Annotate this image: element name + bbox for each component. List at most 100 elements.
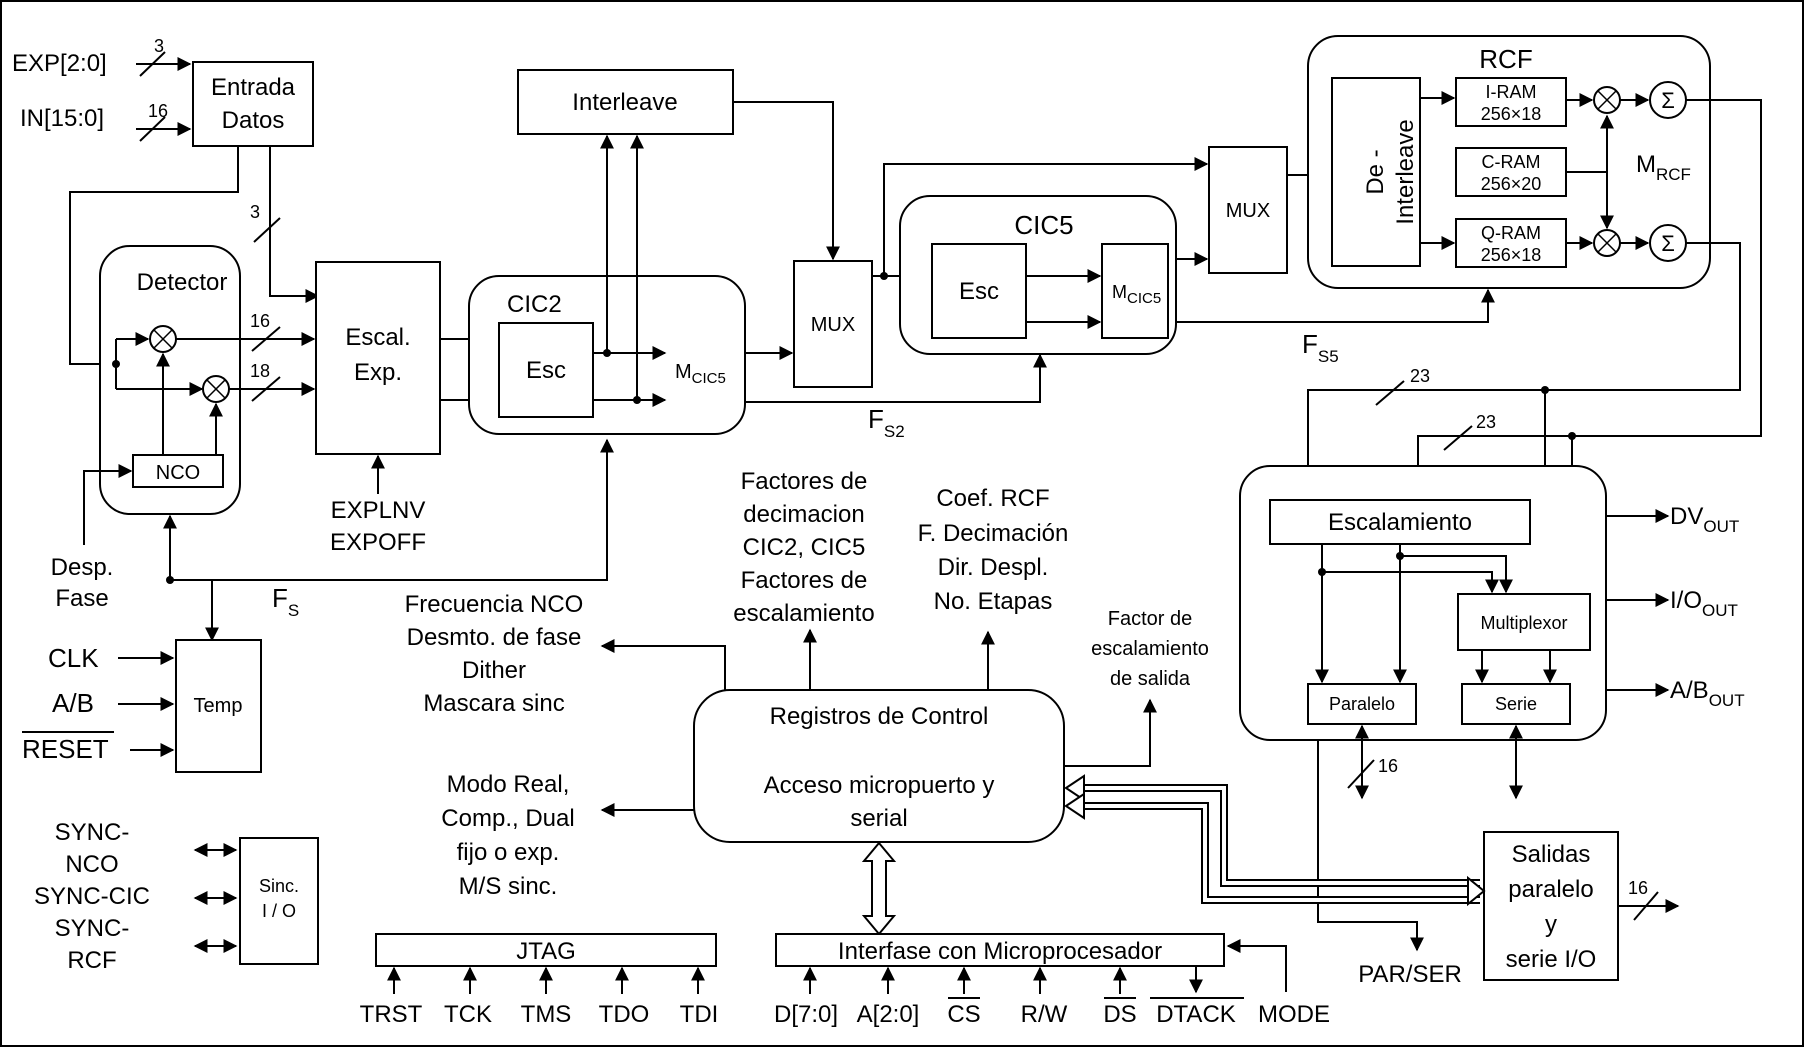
label-sync-nco: SYNC- xyxy=(55,819,130,846)
svg-text:M/S sinc.: M/S sinc. xyxy=(459,873,558,900)
width-paralelo-bus: 16 xyxy=(1378,756,1398,776)
svg-text:JTAG: JTAG xyxy=(516,938,576,965)
width-q-path: 18 xyxy=(250,361,270,381)
pin-tms: TMS xyxy=(521,1001,572,1028)
svg-text:Escal.: Escal. xyxy=(345,324,410,351)
pin-dtack: DTACK xyxy=(1156,1001,1236,1028)
svg-text:CIC2: CIC2 xyxy=(507,291,562,318)
svg-text:Esc: Esc xyxy=(526,357,566,384)
mixer-rcf-q-icon xyxy=(1593,229,1621,257)
svg-text:Interfase con Microprocesador: Interfase con Microprocesador xyxy=(838,938,1162,965)
mixer-rcf-i-icon xyxy=(1593,86,1621,114)
pin-trst: TRST xyxy=(360,1001,423,1028)
svg-text:escalamiento: escalamiento xyxy=(1091,638,1209,660)
svg-text:serie I/O: serie I/O xyxy=(1506,946,1597,973)
svg-text:Σ: Σ xyxy=(1661,231,1675,256)
sum-q-icon: Σ xyxy=(1649,224,1687,262)
svg-text:Datos: Datos xyxy=(222,107,285,134)
svg-text:Registros de Control: Registros de Control xyxy=(770,703,989,730)
label-coef: Coef. RCF xyxy=(936,485,1049,512)
svg-text:Esc: Esc xyxy=(959,278,999,305)
width-i-path: 16 xyxy=(250,311,270,331)
label-par-ser: PAR/SER xyxy=(1358,961,1462,988)
svg-text:de salida: de salida xyxy=(1110,668,1191,690)
svg-text:No. Etapas: No. Etapas xyxy=(934,588,1053,615)
svg-text:Interleave: Interleave xyxy=(1392,119,1419,224)
label-sync-cic: SYNC-CIC xyxy=(34,883,150,910)
label-fs: FS xyxy=(272,583,299,620)
svg-text:256×18: 256×18 xyxy=(1481,104,1542,124)
label-io-out: I/OOUT xyxy=(1670,587,1738,620)
svg-text:F. Decimación: F. Decimación xyxy=(918,520,1069,547)
label-ab: A/B xyxy=(52,688,94,718)
label-in: IN[15:0] xyxy=(20,105,104,132)
svg-text:Desmto. de fase: Desmto. de fase xyxy=(407,624,582,651)
svg-text:Serie: Serie xyxy=(1495,694,1537,714)
svg-text:Interleave: Interleave xyxy=(572,89,677,116)
label-sync-rcf: SYNC- xyxy=(55,915,130,942)
svg-text:CIC5: CIC5 xyxy=(1014,210,1073,240)
pin-a: A[2:0] xyxy=(857,1001,920,1028)
svg-text:I-RAM: I-RAM xyxy=(1486,82,1537,102)
pin-ds: DS xyxy=(1103,1001,1136,1028)
svg-text:decimacion: decimacion xyxy=(743,501,864,528)
svg-text:serial: serial xyxy=(850,805,907,832)
sinc-io-block: Sinc. I / O xyxy=(239,837,319,965)
svg-text:fijo o exp.: fijo o exp. xyxy=(457,839,560,866)
bus-registros-salidas xyxy=(1064,774,1486,907)
mux2-block: MUX xyxy=(1208,146,1288,274)
label-fs5: FS5 xyxy=(1302,329,1339,366)
width-bus-b: 23 xyxy=(1476,412,1496,432)
svg-text:Factores de: Factores de xyxy=(741,567,868,594)
interfase-block: Interfase con Microprocesador xyxy=(775,933,1225,967)
svg-text:NCO: NCO xyxy=(65,851,118,878)
salidas-block: Salidas paralelo y serie I/O xyxy=(1483,831,1619,981)
detector-block: Detector xyxy=(99,245,241,515)
nco-block: NCO xyxy=(132,454,224,488)
label-dv-out: DVOUT xyxy=(1670,503,1739,536)
svg-text:Entrada: Entrada xyxy=(211,74,296,101)
label-factores: Factores de xyxy=(741,468,868,495)
label-mcic5-cic2: MCIC5 xyxy=(675,361,726,387)
svg-text:Acceso micropuerto y: Acceso micropuerto y xyxy=(764,772,995,799)
label-clk: CLK xyxy=(48,643,99,673)
svg-text:MUX: MUX xyxy=(811,314,855,336)
svg-text:MUX: MUX xyxy=(1226,200,1270,222)
rcf-block: RCF De - Interleave I-RAM 256×18 C-RAM 2… xyxy=(1307,35,1711,289)
pin-cs: CS xyxy=(947,1001,980,1028)
svg-text:Exp.: Exp. xyxy=(354,359,402,386)
svg-text:Temp: Temp xyxy=(194,695,243,717)
svg-text:paralelo: paralelo xyxy=(1508,876,1593,903)
svg-text:CIC2, CIC5: CIC2, CIC5 xyxy=(743,534,866,561)
pin-tck: TCK xyxy=(444,1001,492,1028)
svg-text:Paralelo: Paralelo xyxy=(1329,694,1395,714)
svg-text:Dir. Despl.: Dir. Despl. xyxy=(938,554,1049,581)
svg-text:Salidas: Salidas xyxy=(1512,841,1591,868)
label-reset: RESET xyxy=(22,734,109,764)
svg-text:EXPOFF: EXPOFF xyxy=(330,529,426,556)
label-desp-fase: Desp. xyxy=(51,554,114,581)
svg-text:256×18: 256×18 xyxy=(1481,245,1542,265)
jtag-block: JTAG xyxy=(375,933,717,967)
width-salidas-bus: 16 xyxy=(1628,878,1648,898)
svg-text:RCF: RCF xyxy=(1479,44,1532,74)
pin-mode: MODE xyxy=(1258,1001,1330,1028)
svg-text:Sinc.: Sinc. xyxy=(259,876,299,896)
entrada-datos-block: Entrada Datos xyxy=(192,61,314,147)
svg-text:Mascara sinc: Mascara sinc xyxy=(423,690,564,717)
bus-registros-interfase xyxy=(861,841,897,936)
sum-i-icon: Σ xyxy=(1649,81,1687,119)
svg-text:Detector: Detector xyxy=(137,269,228,296)
label-modo: Modo Real, xyxy=(447,771,570,798)
registros-control-block: Registros de Control Acceso micropuerto … xyxy=(693,689,1065,843)
svg-text:Fase: Fase xyxy=(55,585,108,612)
svg-text:NCO: NCO xyxy=(156,462,200,484)
svg-text:y: y xyxy=(1545,911,1557,938)
label-exp: EXP[2:0] xyxy=(12,50,107,77)
label-fs2: FS2 xyxy=(868,404,905,441)
pin-rw: R/W xyxy=(1021,1001,1068,1028)
label-explnv: EXPLNV xyxy=(331,497,426,524)
pin-tdo: TDO xyxy=(599,1001,650,1028)
